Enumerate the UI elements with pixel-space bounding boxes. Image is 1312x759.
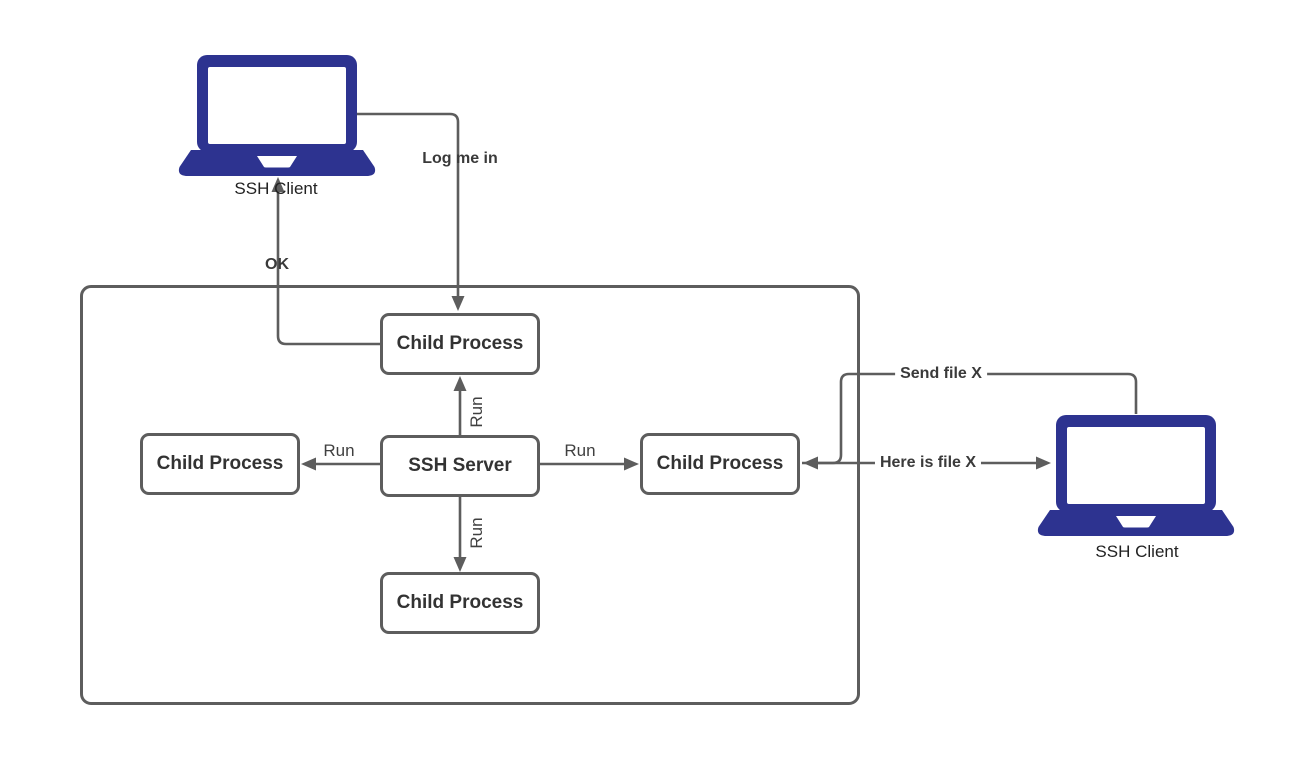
edge-label-log-me-in: Log me in: [422, 150, 498, 167]
node-child-process-bottom: Child Process: [380, 572, 540, 634]
edge-label-run-left: Run: [323, 441, 355, 460]
edge-label-send-file-x: Send file X: [895, 365, 987, 383]
edge-run-bottom: [453, 497, 467, 572]
node-child-process-right: Child Process: [640, 433, 800, 495]
edge-label-run-right: Run: [564, 441, 596, 460]
laptop-icon: [1037, 415, 1235, 536]
edge-label-ok: OK: [265, 256, 289, 273]
node-child-process-top: Child Process: [380, 313, 540, 375]
edge-label-run-bottom: Run: [467, 517, 486, 549]
server-boundary-box: [80, 285, 860, 705]
ssh-client-left-label: SSH Client: [234, 179, 318, 198]
edge-run-left: [301, 457, 380, 471]
node-label: Child Process: [156, 453, 284, 474]
edge-label-run-top: Run: [467, 396, 486, 428]
node-label: Child Process: [656, 453, 784, 474]
node-label: SSH Server: [408, 455, 512, 476]
edge-label-here-is-file-x: Here is file X: [874, 454, 982, 472]
edge-log-me-in: [357, 112, 465, 311]
edge-run-right: [540, 457, 639, 471]
node-label: Child Process: [396, 592, 524, 613]
node-child-process-left: Child Process: [140, 433, 300, 495]
node-ssh-server: SSH Server: [380, 435, 540, 497]
laptop-icon: [178, 55, 376, 176]
edge-ok: [271, 177, 380, 346]
ssh-client-right-label: SSH Client: [1095, 542, 1179, 561]
node-label: Child Process: [396, 333, 524, 354]
edge-run-top: [453, 376, 467, 435]
